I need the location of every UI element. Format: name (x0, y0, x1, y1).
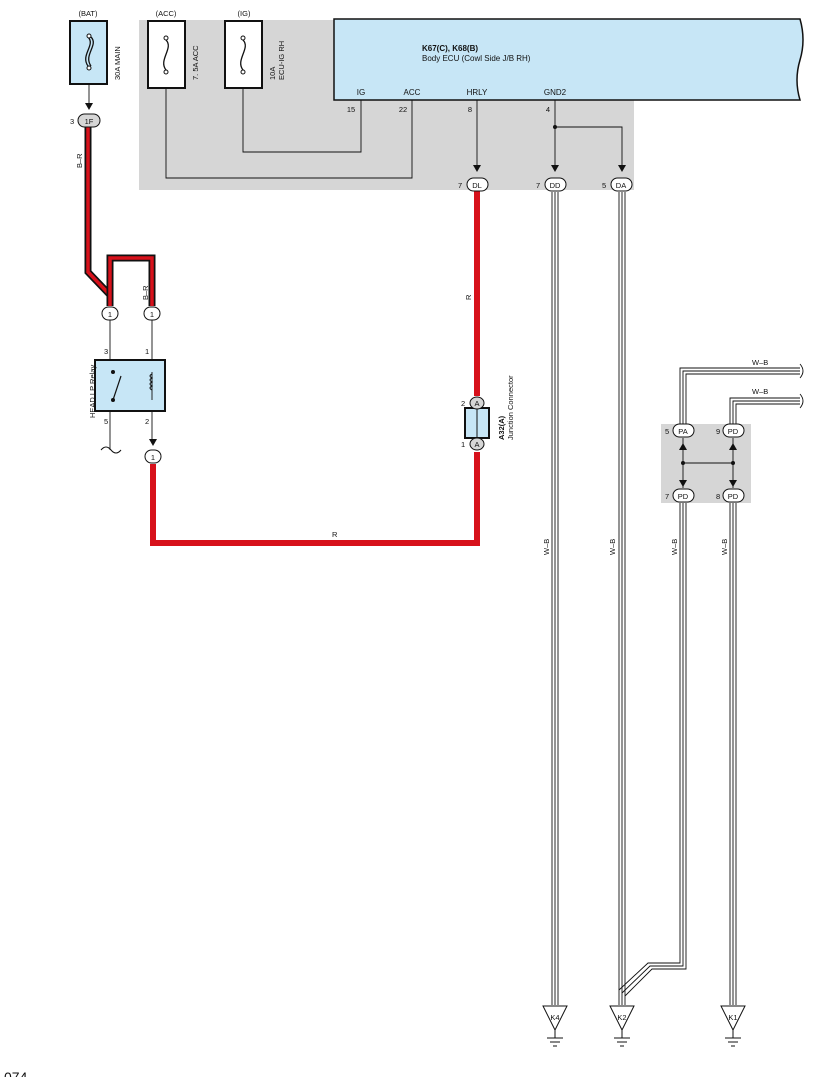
wire-wb-group (551, 192, 804, 1005)
connector-relay-out (144, 449, 162, 464)
wire-label-wb-3: W–B (670, 539, 679, 555)
ecu-pin-number-15: 15 (347, 105, 355, 114)
ground-k1-label: K1 (728, 1013, 737, 1022)
connector-dl-label: DL (472, 181, 482, 190)
connector-dd-label: DD (550, 181, 561, 190)
connector-da-pin: 5 (602, 181, 606, 190)
connector-pd-top (722, 423, 745, 438)
ecu-pin-hrly: HRLY (467, 88, 488, 97)
connector-1f (77, 113, 101, 128)
ecu-title: K67(C), K68(B) (422, 44, 478, 53)
connector-da (610, 177, 633, 192)
ig-supply-label: (IG) (238, 9, 251, 18)
wire-label-wb-top-2: W–B (752, 387, 768, 396)
fuse-30a-main (69, 20, 108, 85)
wire-label-wb-4: W–B (720, 539, 729, 555)
junction-code: A32(A) (497, 415, 506, 440)
junction-connector-a32 (464, 396, 490, 451)
ecu-pin-acc: ACC (404, 88, 421, 97)
junction-term-bottom: A (474, 440, 479, 449)
ecu-pin-number-4: 4 (546, 105, 550, 114)
fuse-ecu-ig-rh-label-2: ECU-IG RH (277, 41, 286, 80)
bat-supply-label: (BAT) (78, 9, 98, 18)
internal-wires (88, 84, 623, 179)
connector-dd-pin: 7 (536, 181, 540, 190)
connector-relay-a-label: 1 (108, 310, 112, 319)
junction-term-top: A (474, 399, 479, 408)
connector-pa (672, 423, 695, 438)
connector-dd (544, 177, 567, 192)
wire-label-wb-1: W–B (542, 539, 551, 555)
connector-dl (466, 177, 489, 192)
wire-label-br-2: B–R (141, 285, 150, 300)
gnd2-splice-dot (553, 125, 557, 129)
wire-label-br-1: B–R (75, 153, 84, 168)
fuse-ecu-ig-rh (224, 20, 263, 89)
connector-relay-a (101, 306, 119, 321)
connector-pd-br-label: PD (728, 492, 739, 501)
ground-k4-icon (542, 1005, 568, 1047)
fuse-7-5a-acc (147, 20, 186, 89)
connector-pa-label: PA (678, 427, 687, 436)
junction-pin-2: 2 (461, 399, 465, 408)
fuse-ecu-ig-rh-label-1: 10A (268, 67, 277, 80)
fuse-30a-main-label: 30A MAIN (113, 46, 122, 80)
ground-k1-icon (720, 1005, 746, 1047)
relay-name: HEAD LP Relay (88, 365, 97, 418)
ground-k4-label: K4 (550, 1013, 559, 1022)
body-ecu-box (333, 18, 804, 101)
wire-label-r-vertical: R (464, 294, 473, 300)
ground-k2-label: K2 (617, 1013, 626, 1022)
wire-label-wb-2: W–B (608, 539, 617, 555)
acc-supply-label: (ACC) (156, 9, 177, 18)
connector-relay-b (143, 306, 161, 321)
connector-pd-top-label: PD (728, 427, 739, 436)
connector-da-label: DA (616, 181, 626, 190)
connector-1f-label: 1F (85, 117, 94, 126)
connector-pd-br-pin: 8 (716, 492, 720, 501)
connector-1f-pin: 3 (70, 117, 74, 126)
ground-k2-icon (609, 1005, 635, 1047)
junction-pin-1: 1 (461, 440, 465, 449)
connector-pd-br (722, 488, 745, 503)
relay-pin-5: 5 (104, 417, 108, 426)
footer-fragment: 074 (4, 1069, 28, 1077)
ecu-subtitle: Body ECU (Cowl Side J/B RH) (422, 54, 531, 63)
ecu-pin-ig: IG (357, 88, 365, 97)
connector-dl-pin: 7 (458, 181, 462, 190)
wire-r-bottom (150, 452, 480, 546)
connector-relay-b-label: 1 (150, 310, 154, 319)
relay-open-end-icon (100, 446, 122, 454)
connector-relay-out-label: 1 (151, 453, 155, 462)
ecu-pin-number-8: 8 (468, 105, 472, 114)
head-lp-relay (94, 359, 166, 412)
connector-pd-bl-pin: 7 (665, 492, 669, 501)
junction-name: Junction Connector (506, 375, 515, 440)
fuse-7-5a-acc-label: 7. 5A ACC (191, 45, 200, 80)
ecu-pin-gnd2: GND2 (544, 88, 567, 97)
relay-pin-2: 2 (145, 417, 149, 426)
relay-pin-3: 3 (104, 347, 108, 356)
connector-pd-bl (672, 488, 695, 503)
relay-pin-1: 1 (145, 347, 149, 356)
connector-pd-bl-label: PD (678, 492, 689, 501)
connector-pa-pin: 5 (665, 427, 669, 436)
wire-label-wb-top-1: W–B (752, 358, 768, 367)
connector-pd-top-pin: 9 (716, 427, 720, 436)
wire-label-r-bottom: R (332, 530, 338, 539)
ecu-pin-number-22: 22 (399, 105, 407, 114)
